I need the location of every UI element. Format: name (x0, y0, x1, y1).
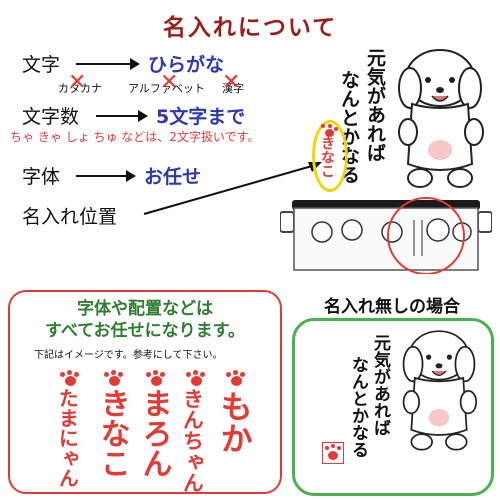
name-sample-moka: もか (215, 390, 254, 454)
moji-label: 文字 (22, 54, 61, 76)
name-position-highlight (312, 120, 348, 192)
arrow-right-icon (76, 170, 136, 182)
page-title: 名入れについて (162, 15, 338, 41)
moji-value: ひらがな (148, 54, 225, 76)
left-info-box (8, 290, 282, 494)
paw-stamp-icon (322, 442, 344, 464)
paw-icon (146, 370, 166, 386)
not-allowed-alphabet: アルファベット (128, 82, 205, 95)
right-box-title: 名入れ無しの場合 (292, 292, 492, 317)
paw-icon (316, 124, 342, 138)
dog-illustration (402, 330, 478, 451)
enamel-container-illustration (280, 197, 492, 274)
paw-icon (226, 370, 246, 386)
jitai-label: 字体 (22, 166, 61, 188)
right-slogan-line1: 元気があれば (370, 334, 390, 436)
jitai-value: お任せ (144, 166, 202, 188)
not-allowed-katakana: カタカナ (58, 82, 102, 95)
not-allowed-kanji: 漢字 (222, 82, 244, 95)
no-name-box (292, 318, 494, 496)
paw-icon (60, 370, 80, 386)
paw-icon (186, 370, 206, 386)
cross-mark-icon: ✕ (160, 70, 179, 95)
character-count-note: ちゃ きゃ しょ ちゅ などは、2文字扱いです。 (10, 130, 260, 144)
name-sample-kinako: きなこ (94, 388, 130, 478)
arrow-right-icon (96, 110, 148, 122)
arrow-right-icon (76, 58, 140, 70)
dog-illustration (398, 49, 484, 188)
name-sample-kinchan: きんちゃん (180, 388, 205, 493)
left-box-heading-line2: すべてお任せになります。 (45, 321, 245, 341)
mojisu-value: 5文字まで (156, 106, 246, 128)
mojisu-label: 文字数 (22, 106, 80, 128)
cross-mark-icon: ✕ (68, 70, 87, 95)
cross-mark-icon: ✕ (222, 70, 241, 95)
name-sample: きなこ (319, 136, 335, 178)
left-box-subnote: 下記はイメージです。参考にして下さい。 (34, 350, 223, 361)
name-sample-tamanyan: たまにゃん (55, 388, 80, 488)
position-label: 名入れ位置 (22, 206, 118, 228)
product-slogan-line1: 元気があれば (364, 48, 386, 162)
right-slogan-line2: なんとかなる (348, 356, 368, 458)
name-sample-maron: まろん (136, 388, 172, 478)
paw-icon (104, 370, 124, 386)
left-box-heading-line1: 字体や配置などは (77, 299, 213, 319)
